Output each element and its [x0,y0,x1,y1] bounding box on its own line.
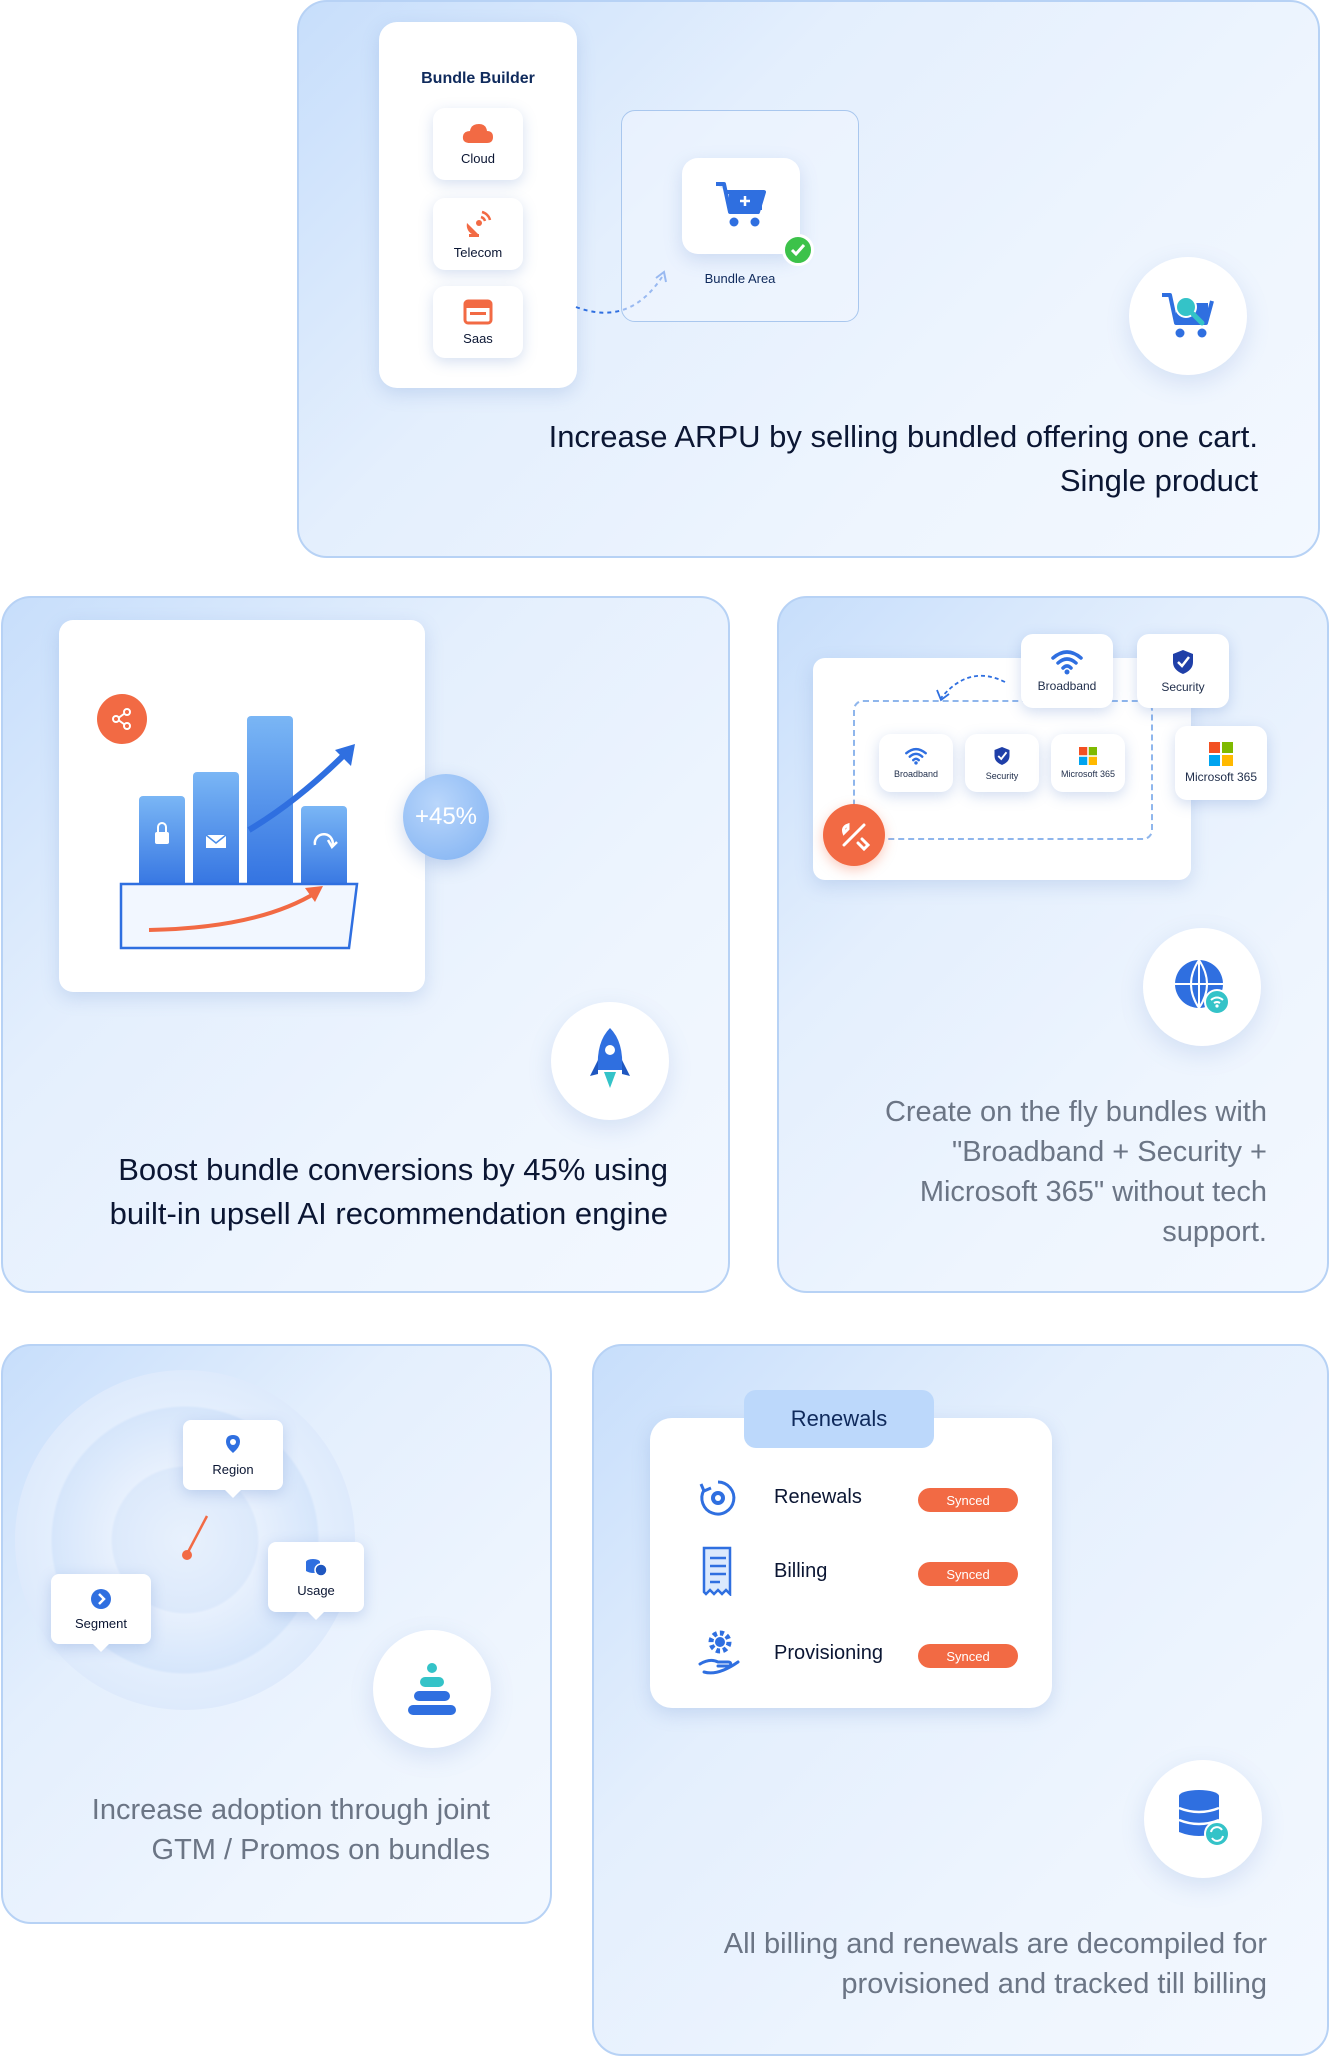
pin-label: Usage [297,1582,335,1598]
card4-caption-line: GTM / Promos on bundles [151,1834,490,1866]
globe-wifi-icon [1175,959,1230,1015]
pin-segment[interactable]: Segment [51,1574,151,1652]
card3-caption-line: Microsoft 365" without tech [919,1176,1267,1208]
receipt-icon [702,1546,732,1596]
wifi-icon [905,747,927,765]
settings-cycle-icon [699,1480,736,1516]
shield-icon [1173,650,1193,674]
card3-caption-line: "Broadband + Security + [952,1136,1267,1168]
status-badge: Synced [918,1488,1018,1512]
inner-tile-security[interactable]: Security [965,734,1039,792]
card1-caption-line: Increase ARPU by selling bundled offerin… [548,419,1258,454]
location-pin-icon [226,1434,240,1453]
percent-bubble: +45% [403,774,489,860]
bundle-builder-title: Bundle Builder [421,70,535,87]
gear-hand-icon [698,1630,740,1675]
cloud-icon [462,123,493,143]
bar-growth-graphic [119,716,359,950]
bundle-builder-panel: Bundle Builder Cloud Telecom Saas [379,22,577,388]
card5-caption: All billing and renewals are decompiled … [627,1924,1267,2004]
status-badge: Synced [918,1644,1018,1668]
card5-caption-line: provisioned and tracked till billing [841,1968,1267,2000]
cart-tile [682,158,814,266]
radar-needle [182,1515,209,1560]
move-arrow [936,674,1006,702]
card2-caption-line: built-in upsell AI recommendation engine [109,1196,668,1231]
builder-item-saas[interactable]: Saas [433,286,523,358]
pin-label: Region [212,1461,254,1477]
rocket-icon [590,1028,630,1088]
cart-search-circle [1129,257,1247,375]
builder-item-telecom[interactable]: Telecom [433,198,523,270]
card2-caption: Boost bundle conversions by 45% using bu… [18,1148,668,1236]
database-sync-icon [1178,1790,1230,1847]
shield-icon [994,747,1010,765]
pyramid-circle [373,1630,491,1748]
data-chart-icon [306,1558,328,1577]
card-fly-bundles: Broadband Security Microsoft 365 Broadba… [777,596,1329,1293]
wifi-icon [1051,650,1083,675]
cart-icon [716,182,766,227]
provisioning-row: Provisioning Synced [650,1622,1052,1682]
microsoft-logo-icon [1079,747,1097,765]
tile-label: Broadband [893,769,939,779]
share-icon [97,694,147,744]
row-label: Renewals [774,1486,862,1508]
renewals-panel: Renewals Synced Billing Synced Provision… [650,1418,1052,1708]
pin-label: Segment [74,1615,128,1631]
top-tile-security[interactable]: Security [1137,634,1229,708]
card3-caption-line: support. [1162,1216,1267,1248]
row-label: Billing [774,1560,828,1582]
rocket-circle [551,1002,669,1120]
builder-item-label: Cloud [461,150,495,166]
card3-caption: Create on the fly bundles with "Broadban… [807,1092,1267,1252]
bundle-dropzone [853,700,1153,840]
database-circle [1144,1760,1262,1878]
builder-item-label: Telecom [453,244,503,260]
card1-caption: Increase ARPU by selling bundled offerin… [458,415,1258,503]
renewals-row: Renewals Synced [650,1468,1052,1528]
globe-circle [1143,928,1261,1046]
row-label: Provisioning [774,1642,883,1664]
bundle-area-label: Bundle Area [704,271,776,286]
pin-usage[interactable]: Usage [268,1542,364,1620]
satellite-icon [466,210,492,237]
chevron-right-icon [91,1588,111,1609]
tile-label: Microsoft 365 [1184,770,1258,784]
tile-label: Microsoft 365 [1060,769,1116,779]
card-renewals: Renewals Synced Billing Synced Provision… [592,1344,1329,2056]
card-upsell-engine: +45% Boost bundle conversions by 45% usi… [1,596,730,1293]
tile-label: Security [1161,680,1205,694]
status-badge: Synced [918,1562,1018,1586]
tile-label: Security [985,771,1019,781]
tile-label: Broadband [1037,679,1097,693]
card4-caption: Increase adoption through joint GTM / Pr… [10,1790,490,1870]
cart-search-icon [1162,293,1214,338]
top-tile-broadband[interactable]: Broadband [1021,634,1113,708]
side-tile-microsoft365[interactable]: Microsoft 365 [1175,726,1267,800]
card5-caption-line: All billing and renewals are decompiled … [723,1928,1267,1960]
browser-window-icon [463,299,493,324]
builder-item-label: Saas [463,330,493,346]
pin-region[interactable]: Region [183,1420,283,1498]
check-icon [782,234,814,266]
bundle-area[interactable]: Bundle Area [621,110,859,322]
percent-value: +45% [414,803,478,830]
inner-tile-broadband[interactable]: Broadband [879,734,953,792]
card2-caption-line: Boost bundle conversions by 45% using [118,1152,668,1187]
billing-row: Billing Synced [650,1542,1052,1602]
tools-icon[interactable] [823,804,885,866]
growth-chart-panel [59,620,425,992]
card3-caption-line: Create on the fly bundles with [884,1096,1267,1128]
card-bundle-builder: Bundle Builder Cloud Telecom Saas [297,0,1320,558]
stack-pyramid-icon [408,1663,456,1715]
inner-tile-microsoft365[interactable]: Microsoft 365 [1051,734,1125,792]
builder-item-cloud[interactable]: Cloud [433,108,523,180]
card4-caption-line: Increase adoption through joint [91,1794,490,1826]
renewals-tab[interactable]: Renewals [744,1390,934,1448]
card-joint-gtm: Region Usage Segment Increase adoption t… [1,1344,552,1924]
microsoft-logo-icon [1209,742,1233,766]
card1-caption-line: Single product [1059,463,1258,498]
